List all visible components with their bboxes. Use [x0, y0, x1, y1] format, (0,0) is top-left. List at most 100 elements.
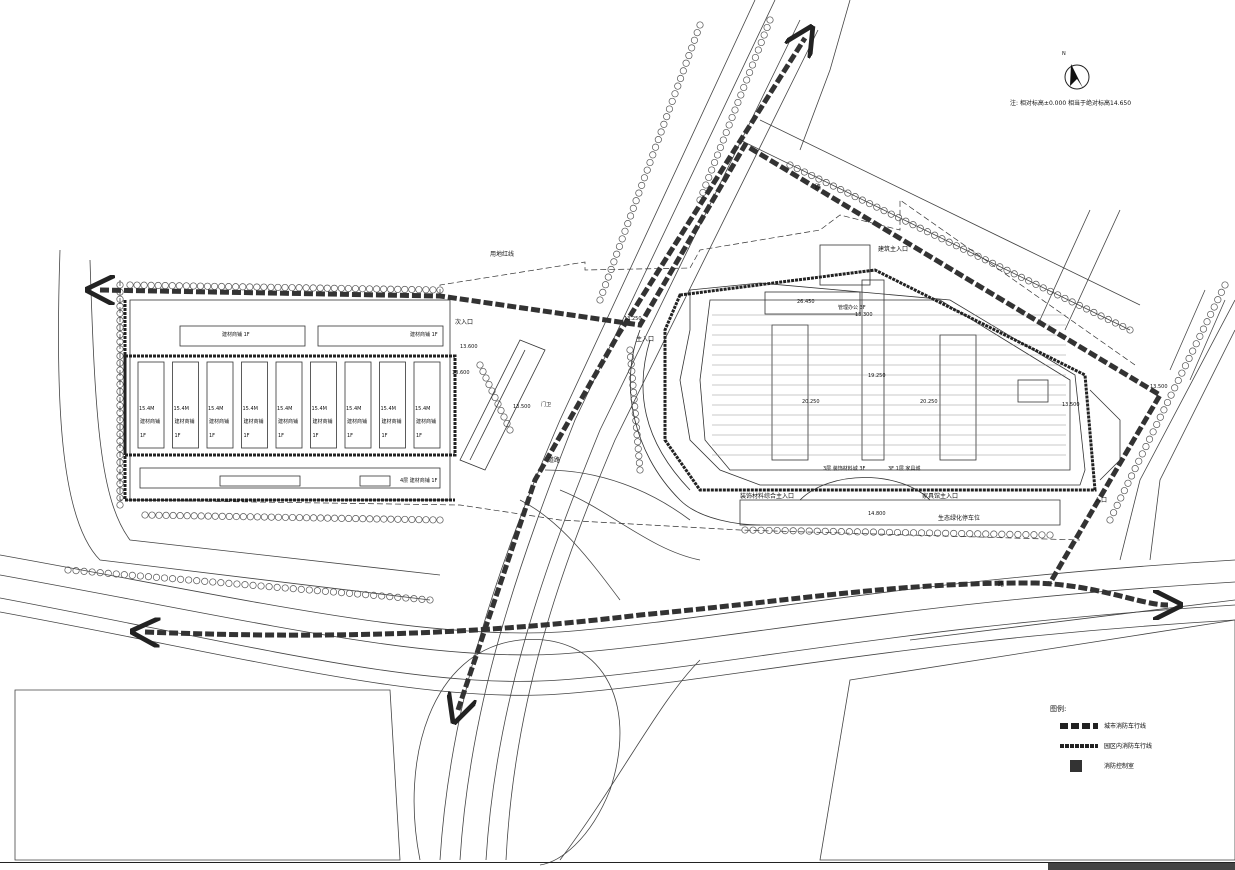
main-entrance-label: 主入口	[636, 336, 655, 343]
tree-icon	[711, 158, 719, 167]
tree-icon	[1189, 347, 1197, 355]
tree-icon	[918, 529, 926, 537]
tree-icon	[754, 46, 762, 54]
tree-icon	[690, 36, 698, 44]
tree-icon	[1010, 270, 1018, 278]
tree-icon	[1145, 435, 1154, 443]
tree-icon	[297, 585, 305, 593]
tree-icon	[1167, 391, 1175, 399]
level-left-yard: 13.600	[460, 344, 478, 350]
tree-icon	[169, 575, 177, 583]
tree-icon	[974, 252, 982, 260]
tree-icon	[249, 581, 257, 589]
tree-icon	[880, 207, 888, 215]
hall-south-b-label: 3F 1层 家具城	[888, 466, 921, 472]
tree-icon	[321, 587, 329, 595]
tree-icon	[246, 513, 254, 521]
tree-icon	[958, 530, 966, 538]
tree-icon	[942, 529, 950, 537]
tree-icon	[844, 189, 852, 197]
shop-unit	[241, 361, 268, 449]
tree-icon	[596, 296, 604, 304]
tree-icon	[96, 569, 104, 577]
tree-icon	[982, 530, 990, 538]
legend-item-park-fire-lane: 园区内消防车行线	[1060, 740, 1180, 754]
tree-icon	[140, 281, 148, 289]
tree-icon	[218, 512, 226, 520]
tree-icon	[610, 258, 618, 266]
tree-icon	[274, 513, 283, 521]
tree-icon	[952, 242, 960, 250]
tree-icon	[851, 193, 859, 201]
tree-icon	[344, 284, 352, 293]
tree-icon	[621, 227, 629, 235]
shop-unit	[310, 361, 337, 449]
tree-icon	[185, 576, 193, 584]
tree-icon	[923, 228, 931, 236]
tree-icon	[1025, 277, 1033, 285]
tree-icon	[338, 514, 346, 522]
tree-icon	[1149, 428, 1157, 436]
tree-icon	[402, 594, 410, 602]
tree-icon	[232, 283, 240, 291]
tree-icon	[232, 512, 240, 521]
left-north-b-label: 建材商铺 1F	[410, 332, 438, 338]
tree-icon	[1003, 266, 1011, 274]
shop-floor: 1F	[278, 433, 285, 439]
tree-icon	[805, 527, 813, 535]
tree-icon	[719, 136, 727, 144]
elevation-note: 注: 相对标高±0.000 相当于绝对标高14.650	[1010, 100, 1132, 107]
tree-icon	[604, 273, 612, 281]
tree-icon	[116, 501, 124, 509]
tree-icon	[422, 286, 430, 294]
tree-icon	[1061, 294, 1069, 302]
legend-item-city-fire-lane: 城市消防车行线	[1060, 720, 1180, 734]
legend-label: 园区内消防车行线	[1104, 743, 1153, 750]
tree-icon	[1124, 479, 1132, 487]
tree-icon	[722, 128, 730, 137]
tree-icon	[373, 285, 381, 293]
tree-icon	[225, 579, 233, 587]
tree-icon	[394, 593, 402, 601]
tree-icon	[800, 168, 809, 176]
left-north-a-label: 建材商铺 1F	[222, 332, 250, 338]
tree-icon	[679, 67, 687, 75]
tree-icon	[746, 68, 754, 77]
tree-icon	[643, 166, 651, 174]
tree-icon	[797, 527, 805, 535]
tree-icon	[708, 166, 716, 174]
tree-icon	[789, 527, 797, 535]
tree-icon	[497, 406, 505, 415]
tree-icon	[705, 173, 713, 182]
tree-icon	[182, 282, 190, 290]
shop-name: 建材商铺	[174, 419, 195, 425]
tree-icon	[408, 515, 416, 524]
shop-floor: 1F	[416, 433, 423, 439]
tree-icon	[136, 572, 144, 580]
tree-icon	[934, 529, 942, 537]
tree-icon	[1156, 413, 1164, 421]
tree-icon	[916, 224, 924, 232]
tree-icon	[887, 210, 895, 218]
shop-name: 建材商铺	[381, 419, 402, 425]
shop-height: 15.4M	[242, 406, 258, 412]
tree-icon	[88, 568, 96, 576]
tree-icon	[373, 515, 381, 523]
tree-icon	[126, 281, 134, 289]
tree-icon	[660, 120, 668, 128]
tree-icon	[330, 284, 338, 292]
tree-icon	[1214, 296, 1222, 304]
tree-icon	[176, 512, 184, 520]
shop-height: 15.4M	[346, 406, 362, 412]
shop-height: 15.4M	[139, 406, 155, 412]
tree-icon	[646, 158, 654, 167]
north-arrow-icon	[1064, 64, 1090, 90]
tree-icon	[668, 97, 676, 105]
tree-icon	[273, 583, 281, 591]
shop-unit	[413, 361, 441, 449]
tree-icon	[829, 527, 837, 535]
shop-height: 15.4M	[415, 406, 431, 412]
shop-name: 建材商铺	[278, 419, 299, 425]
level-mid: 19.250	[868, 373, 886, 379]
tree-icon	[1075, 301, 1083, 309]
